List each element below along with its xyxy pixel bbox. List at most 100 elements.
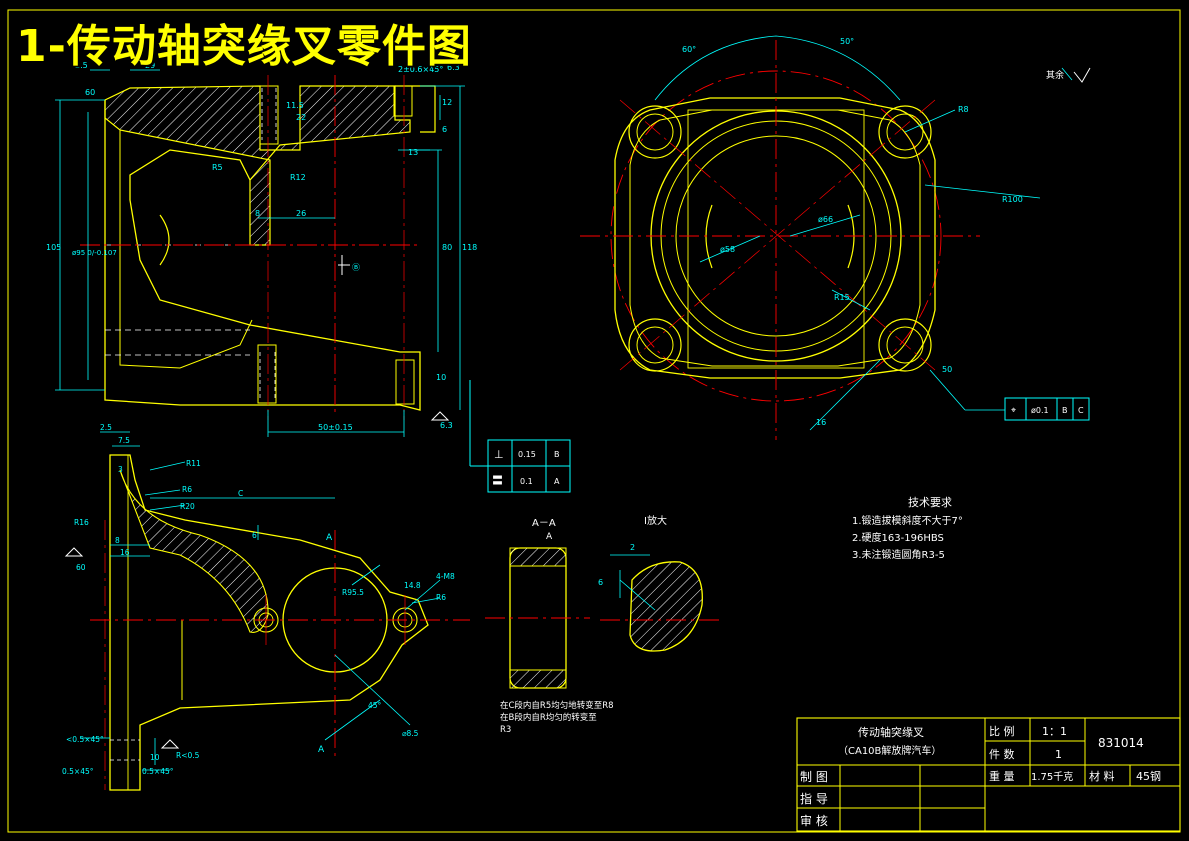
side-dim-R16: R16: [74, 518, 89, 527]
section-mark-a-bottom: A: [318, 745, 325, 755]
side-view: 2.5 7.5 3 R11 R6 R20 R16 8 16 60 C A A R…: [62, 423, 614, 791]
side-dim-R6: R6: [182, 485, 192, 494]
side-notes: 在C段内自R5均匀地转变至R8 在B段内自R均匀的转变至 R3: [500, 700, 614, 735]
tolerance-frame-left: ⊥ 0.15 B 〓 0.1 A: [469, 380, 571, 493]
tb-qty-value: 1: [1055, 748, 1062, 761]
tb-drawn-label: 制 图: [800, 770, 828, 784]
dim-chamfer: 2±0.6×45°: [398, 65, 443, 74]
side-dim-16: 16: [120, 548, 130, 557]
dim-50: 50±0.15: [318, 423, 353, 432]
dim-10: 10: [436, 373, 446, 382]
tb-vehicle: （CA10B解放牌汽车）: [838, 744, 941, 757]
side-dim-R05: R<0.5: [176, 751, 200, 760]
dim-22: 22: [296, 113, 306, 122]
dim-105: 105: [46, 243, 61, 252]
tb-material-label: 材 料: [1089, 769, 1115, 783]
tolerance-frame-top: ⌖ ø0.1 B C: [1004, 397, 1090, 421]
section-aa: A－A A: [485, 518, 590, 689]
dim-95: ø95 0/-0.107: [72, 249, 117, 257]
dim-2-5: 2.5: [75, 61, 88, 70]
dim-R12: R12: [290, 173, 306, 182]
datum-b: Ⓑ: [352, 263, 360, 272]
title-block: 传动轴突缘叉 （CA10B解放牌汽车） 比 例 1：1 件 数 1 831014…: [796, 717, 1181, 832]
dim-R8: R8: [958, 105, 969, 114]
dim-8: 8: [255, 209, 260, 218]
side-chamfer-2: 0.5×45°: [62, 767, 94, 776]
angle-60: 60°: [682, 45, 696, 54]
dim-50-top: 50: [942, 365, 952, 374]
dim-118: 118: [462, 243, 477, 252]
side-dim-R95: R95.5: [342, 588, 364, 597]
tb-qty-label: 件 数: [989, 748, 1015, 761]
dim-66: ø66: [818, 215, 833, 224]
tech-requirements: 技术要求 1.锻造拔模斜度不大于7° 2.硬度163-196HBS 3.未注锻造…: [852, 496, 963, 561]
surface-note: 其余: [1046, 69, 1064, 81]
side-dim-10: 10: [150, 753, 160, 762]
dim-R5: R5: [212, 163, 223, 172]
dim-16: 16: [816, 418, 826, 427]
side-dim-8: 8: [115, 536, 120, 545]
tb-check-label: 审 核: [800, 813, 828, 828]
tb-part-name: 传动轴突缘叉: [858, 725, 924, 739]
tech-req-item-2: 2.硬度163-196HBS: [852, 531, 944, 544]
svg-text:在C段内自R5均匀地转变至R8: 在C段内自R5均匀地转变至R8: [500, 700, 614, 711]
dim-26: 26: [296, 209, 306, 218]
dim-13: 13: [408, 148, 418, 157]
detail-dim-6: 6: [598, 578, 603, 587]
side-dim-7-5: 7.5: [118, 436, 130, 445]
front-view: 2.5 29 60 2±0.6×45° 6.3 11.5 22 12 6 13 …: [46, 61, 477, 437]
tol-ref-c: C: [1078, 406, 1084, 415]
side-dim-60: 60: [76, 563, 86, 572]
tol-left-ref-1: B: [554, 450, 560, 459]
side-dim-2-5: 2.5: [100, 423, 112, 432]
tb-ratio-value: 1：1: [1042, 725, 1067, 738]
side-dim-C: C: [238, 489, 243, 498]
side-hatch: [119, 469, 269, 633]
dim-29: 29: [145, 61, 155, 70]
tb-material-value: 45钢: [1136, 770, 1161, 783]
perpendicular-symbol: ⊥: [494, 448, 504, 461]
symmetry-symbol: 〓: [492, 474, 503, 487]
tb-weight-value: 1.75千克: [1031, 771, 1073, 783]
body-outline: [104, 100, 421, 411]
tol-left-ref-2: A: [554, 477, 560, 486]
flange-hatch: [104, 85, 411, 246]
svg-text:R3: R3: [500, 725, 511, 735]
side-chamfer-3: 0.5×45°: [142, 767, 174, 776]
tb-ratio-label: 比 例: [989, 724, 1015, 738]
detail-i: I放大 2 6: [598, 514, 720, 652]
side-dim-14-8: 14.8: [404, 581, 421, 590]
side-dim-8-5: ⌀8.5: [402, 729, 419, 738]
tol-left-value-2: 0.1: [520, 477, 533, 486]
dim-R15: R15: [834, 293, 850, 302]
tol-left-value-1: 0.15: [518, 450, 536, 459]
side-dim-4-M8: 4-M8: [436, 572, 455, 581]
dim-roughness-2: 6.3: [440, 421, 453, 430]
tol-value: ø0.1: [1031, 406, 1049, 415]
side-dim-R20: R20: [180, 502, 195, 511]
dim-11-5: 11.5: [286, 101, 304, 110]
dim-60: 60: [85, 88, 95, 97]
dim-80: 80: [442, 243, 452, 252]
side-dim-6: 6: [252, 531, 257, 540]
tol-ref-b: B: [1062, 406, 1068, 415]
section-aa-label: A－A: [532, 518, 556, 529]
side-outline: [109, 454, 429, 791]
tb-weight-label: 重 量: [989, 769, 1015, 783]
dim-roughness: 6.3: [447, 63, 460, 72]
tech-req-heading: 技术要求: [908, 496, 952, 509]
section-aa-sub: A: [546, 532, 553, 542]
dim-6: 6: [442, 125, 447, 134]
detail-i-label: I放大: [644, 514, 667, 527]
drawing-frame: [7, 9, 1181, 833]
top-view: 60° 50° R8 R100 ø66 ø58 R15 50 16 其余: [580, 35, 1091, 440]
side-dim-R6-b: R6: [436, 593, 446, 602]
position-symbol: ⌖: [1011, 406, 1016, 416]
angle-50: 50°: [840, 37, 854, 46]
svg-text:在B段内自R均匀的转变至: 在B段内自R均匀的转变至: [500, 712, 597, 723]
side-dim-3: 3: [118, 465, 123, 474]
dim-12: 12: [442, 98, 452, 107]
dim-58: ø58: [720, 245, 735, 254]
side-dim-R11: R11: [186, 459, 201, 468]
